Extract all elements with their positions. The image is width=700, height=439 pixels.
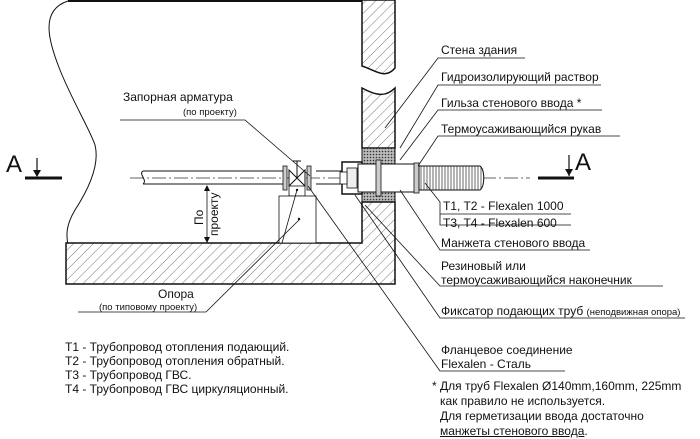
section-label-right: A [575,149,592,176]
flange-connection [339,161,363,195]
legend-item: T1 - Трубопровод отопления подающий. [65,340,290,354]
callout-waterproofing: Гидроизолирующий раствор [441,70,599,84]
height-dimension [204,185,210,243]
section-label-left: A [6,151,23,178]
wall-sleeve [357,159,420,197]
legend-item: T2 - Трубопровод отопления обратный. [65,354,285,368]
legend-item: T4 - Трубопровод ГВС циркуляционный. [65,382,289,396]
section-marker-right [538,155,574,180]
footnote-line4: манжеты стенового ввода. [440,424,588,438]
height-label-line1: По [192,209,206,225]
height-label-line2: проекту [207,192,221,236]
footnote-line3: Для герметизации ввода достаточно [440,409,644,423]
callout-end-cap-line2: термоусаживающийся наконечник [441,273,632,287]
leader-lines [78,57,685,372]
callout-support-main: Опора [158,287,194,301]
legend-item: T3 - Трубопровод ГВС. [65,368,192,382]
callout-heat-shrink-sleeve: Термоусаживающийся рукав [441,122,602,136]
section-marker-left [25,158,62,180]
flexalen-pipe [418,165,485,191]
callout-valve-main: Запорная арматура [123,90,233,104]
callout-pipe-t1-t2: T1, T2 - Flexalen 1000 [443,199,564,213]
callout-wall: Стена здания [441,43,518,57]
footnote-line1: * Для труб Flexalen Ø140mm,160mm, 225mm [432,379,682,393]
footnote-cuff-link: манжеты стенового ввода [440,424,585,438]
pipe-support [278,195,317,244]
callout-flange-line1: Фланцевое соединение [441,343,573,357]
footnote-line2: как правило не используется. [440,394,606,408]
callout-fixator: Фиксатор подающих труб (неподвижная опор… [441,304,680,320]
callout-pipe-t3-t4: T3, T4 - Flexalen 600 [443,216,557,230]
callout-sleeve: Гильза стенового ввода * [441,96,582,110]
steel-pipe [141,170,345,185]
building-wall [65,0,396,285]
room-outline [48,0,362,246]
callout-fixator-note: (неподвижная опора) [586,307,681,318]
callout-support-note: (по типовому проекту) [99,302,198,313]
callout-fixator-main: Фиксатор подающих труб [441,304,584,318]
footnote-period: . [584,424,588,438]
callout-wall-cuff: Манжета стенового ввода [441,236,586,250]
callout-valve-note: (по проекту) [183,107,237,118]
callout-flange-line2: Flexalen - Сталь [441,357,531,371]
callout-end-cap-line1: Резиновый или [441,259,526,273]
